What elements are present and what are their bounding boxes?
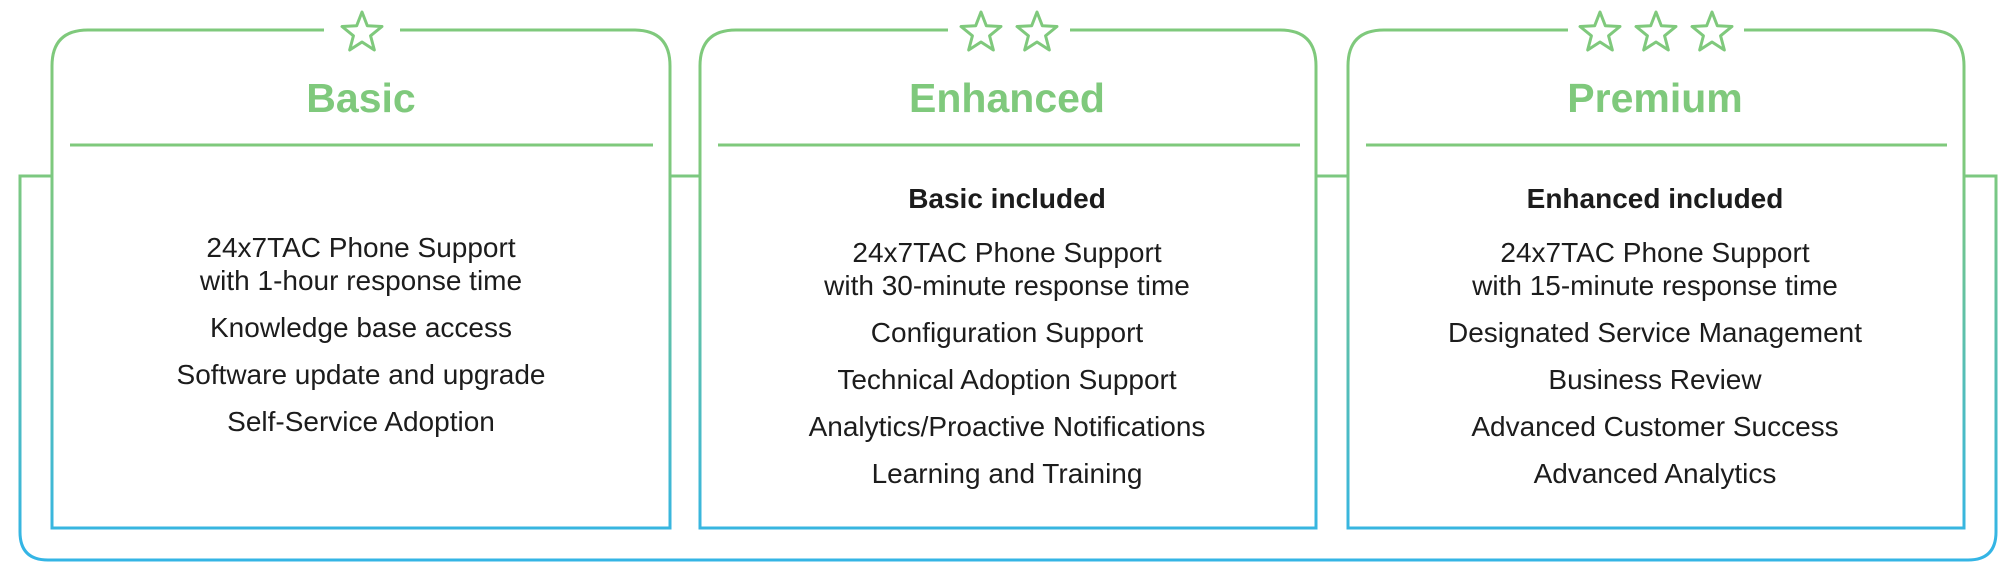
tier-body-premium: Enhanced included 24x7TAC Phone Support … (1348, 182, 1962, 504)
tier-box-basic (50, 28, 672, 530)
outer-frame (18, 174, 1998, 562)
included-label: Enhanced included (1526, 183, 1784, 214)
feature-item: Software update and upgrade (176, 359, 546, 390)
feature-list-enhanced: 24x7TAC Phone Support with 30-minute res… (700, 236, 1314, 490)
feature-item: Learning and Training (871, 458, 1143, 489)
feature-item: Business Review (1548, 364, 1762, 395)
feature-item: Technical Adoption Support (837, 364, 1177, 395)
star-icon (1690, 10, 1734, 52)
feature-item: Knowledge base access (210, 312, 512, 343)
feature-item: Self-Service Adoption (227, 406, 495, 437)
feature-item: 24x7TAC Phone Support with 30-minute res… (824, 237, 1190, 301)
feature-item: Advanced Customer Success (1471, 411, 1839, 442)
tier-body-basic: 24x7TAC Phone Support with 1-hour respon… (54, 231, 668, 452)
star-icon (1578, 10, 1622, 52)
stars-layer (340, 10, 1734, 52)
tier-body-enhanced: Basic included 24x7TAC Phone Support wit… (700, 182, 1314, 504)
feature-item: 24x7TAC Phone Support with 15-minute res… (1472, 237, 1838, 301)
tier-title-enhanced: Enhanced (909, 75, 1105, 121)
star-icon (1634, 10, 1678, 52)
star-icon (959, 10, 1003, 52)
tier-title-premium: Premium (1567, 75, 1743, 121)
feature-item: Analytics/Proactive Notifications (808, 411, 1206, 442)
feature-item: Designated Service Management (1447, 317, 1862, 348)
feature-list-premium: 24x7TAC Phone Support with 15-minute res… (1348, 236, 1962, 490)
tier-title-basic: Basic (306, 75, 416, 121)
star-icon (340, 10, 384, 52)
feature-item: Advanced Analytics (1533, 458, 1777, 489)
tier-box-premium (1346, 28, 1966, 530)
star-icon (1015, 10, 1059, 52)
feature-list-basic: 24x7TAC Phone Support with 1-hour respon… (54, 231, 668, 438)
included-label: Basic included (908, 183, 1106, 214)
feature-item: 24x7TAC Phone Support with 1-hour respon… (199, 232, 523, 296)
tier-box-enhanced (698, 28, 1318, 530)
feature-item: Configuration Support (870, 317, 1144, 348)
